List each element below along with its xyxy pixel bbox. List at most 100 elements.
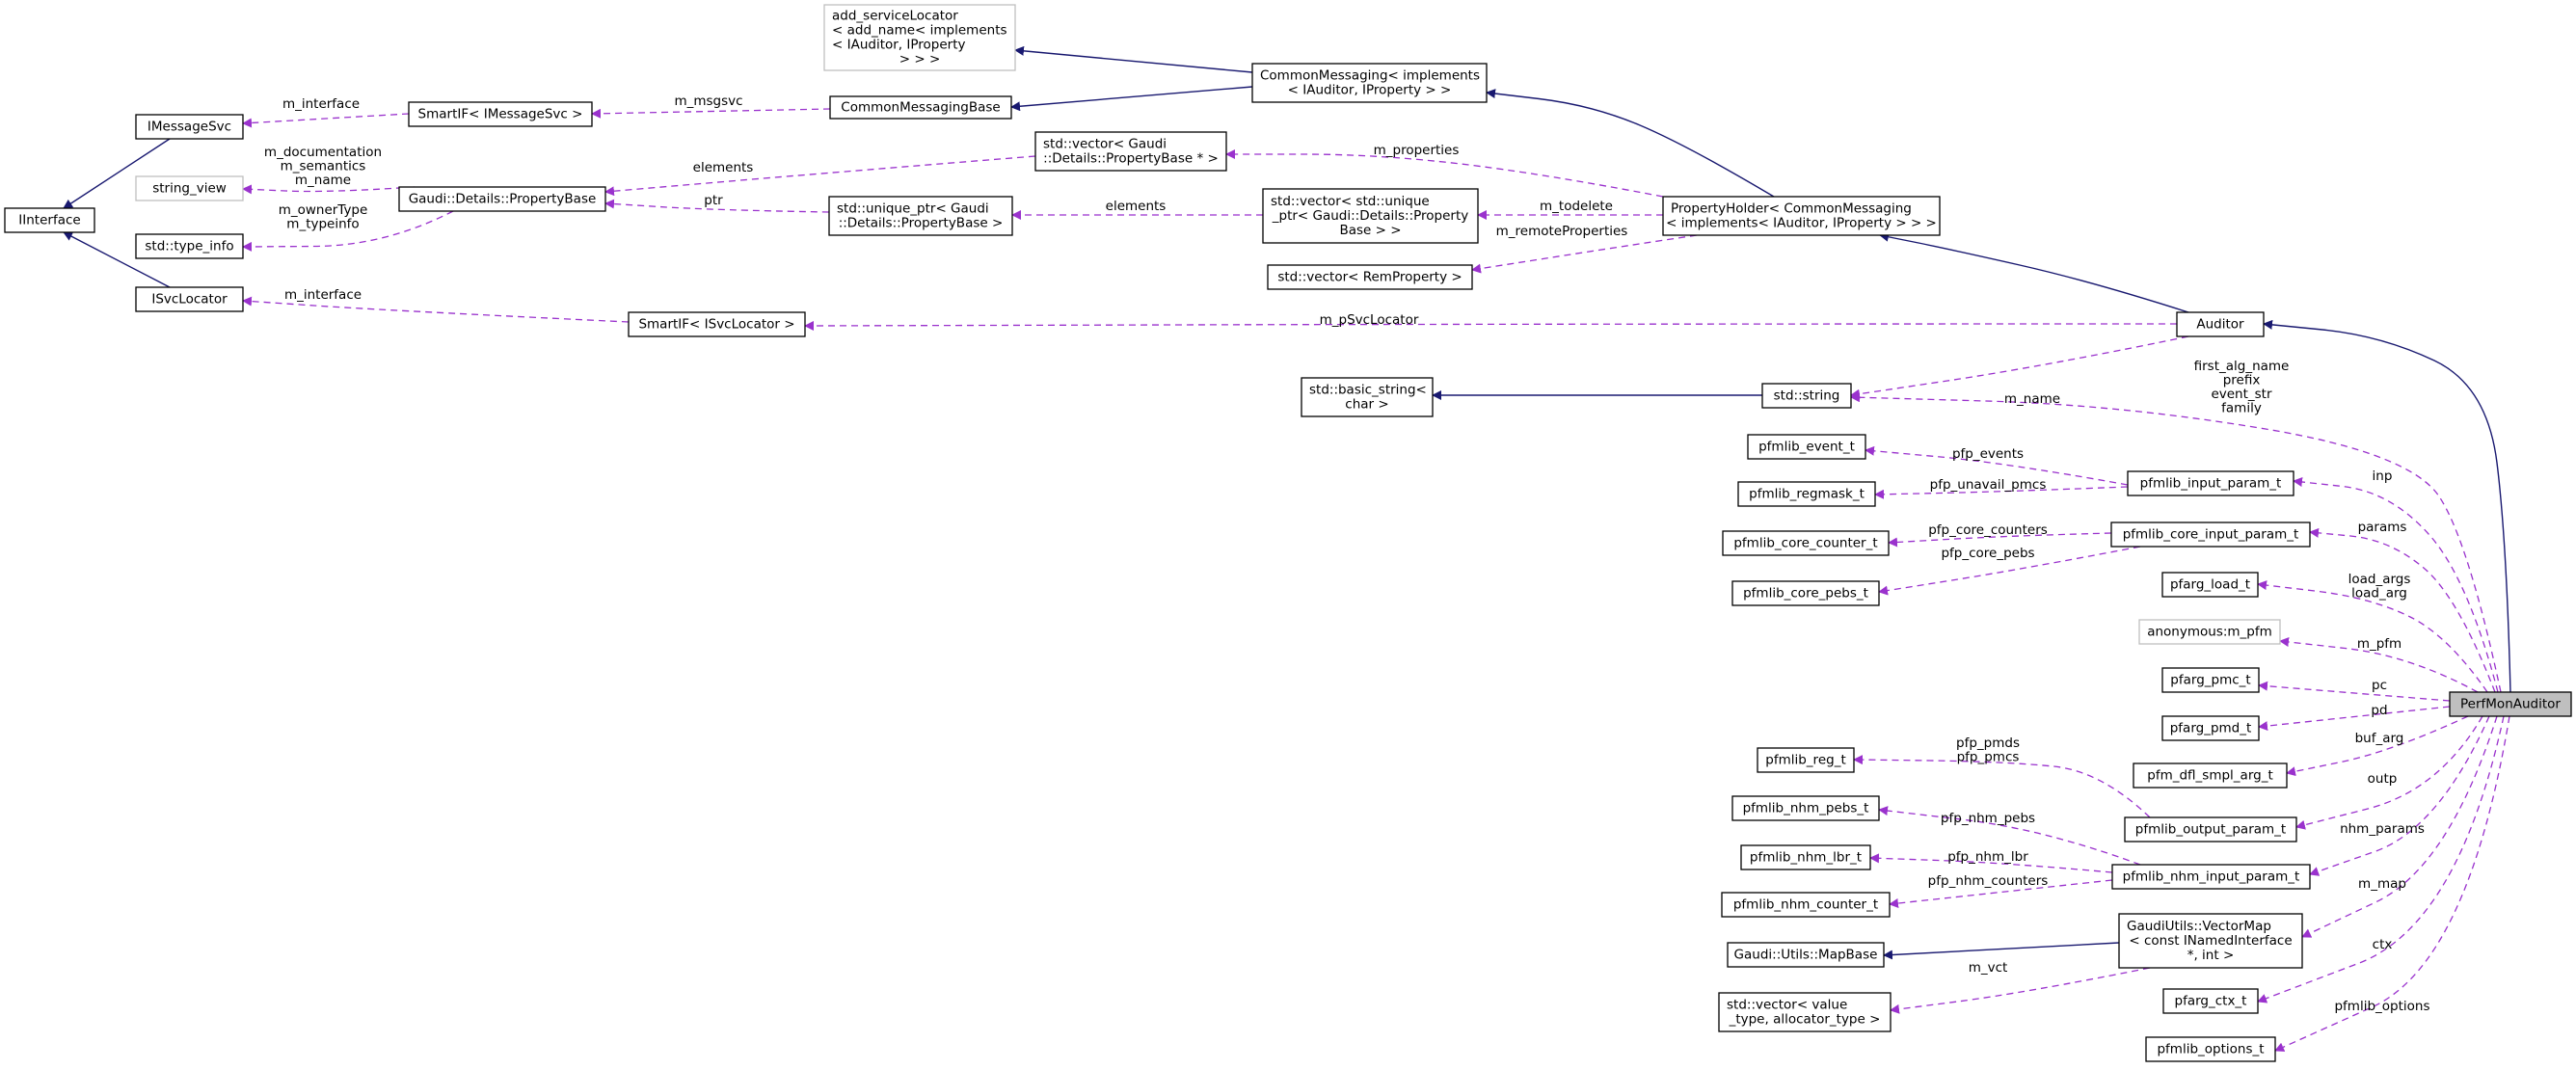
edge-label-line: m_properties	[1374, 143, 1460, 158]
class-node-pfmlib-nhm-input-param-t[interactable]: pfmlib_nhm_input_param_t	[2111, 864, 2311, 890]
usage-edge-pfmlib-nhm-input-param-t-to-pfmlib-nhm-pebs-t	[1878, 806, 2141, 866]
edge-label-line: event_str	[2211, 387, 2272, 402]
class-name-text: ::Details::PropertyBase >	[839, 216, 1004, 231]
class-node-pfmlib-core-counter-t[interactable]: pfmlib_core_counter_t	[1722, 530, 1890, 556]
class-node-pfmlib-nhm-pebs-t[interactable]: pfmlib_nhm_pebs_t	[1731, 795, 1880, 821]
class-name-text: pfmlib_input_param_t	[2140, 476, 2282, 492]
edge-label-line: m_remoteProperties	[1496, 224, 1628, 239]
class-name-text: Gaudi::Utils::MapBase	[1734, 948, 1878, 963]
class-node-pfmlib-regmask-t[interactable]: pfmlib_regmask_t	[1737, 481, 1876, 507]
edge-label-line: pfp_nhm_counters	[1928, 873, 2049, 889]
inheritance-edge-propertyholder-to-commonmessaging-impl	[1486, 89, 1775, 198]
class-node-pfarg-load-t[interactable]: pfarg_load_t	[2161, 572, 2259, 598]
class-node-pfarg-ctx-t[interactable]: pfarg_ctx_t	[2162, 988, 2259, 1014]
edge-label-line: prefix	[2223, 373, 2261, 388]
class-name-text: pfmlib_nhm_counter_t	[1733, 897, 1878, 913]
class-node-pfmlib-input-param-t[interactable]: pfmlib_input_param_t	[2127, 470, 2294, 496]
class-name-text: pfarg_pmd_t	[2170, 721, 2252, 736]
class-node-pfmlib-core-input-param-t[interactable]: pfmlib_core_input_param_t	[2110, 522, 2311, 548]
class-node-pfmlib-nhm-lbr-t[interactable]: pfmlib_nhm_lbr_t	[1740, 844, 1871, 870]
class-name-text: std::vector< Gaudi	[1043, 137, 1167, 152]
edge-label-pfp-unavail-pmcs: pfp_unavail_pmcs	[1930, 477, 2047, 493]
class-node-pfarg-pmc-t[interactable]: pfarg_pmc_t	[2161, 667, 2260, 693]
class-node-box	[1301, 377, 1434, 417]
class-name-text: pfmlib_reg_t	[1765, 753, 1845, 768]
edge-label-m-interface: m_interface	[284, 287, 362, 303]
class-node-pfarg-pmd-t[interactable]: pfarg_pmd_t	[2161, 715, 2260, 741]
inheritance-edge-isvclocator-to-iinterface	[63, 231, 171, 288]
edge-label-m-vct: m_vct	[1969, 960, 2008, 976]
edge-label-line: ptr	[704, 193, 723, 208]
class-node-propertybase[interactable]: Gaudi::Details::PropertyBase	[398, 186, 606, 212]
class-node-box	[2145, 1036, 2276, 1062]
class-node-vector-propertybase-ptr[interactable]: std::vector< Gaudi::Details::PropertyBas…	[1034, 131, 1227, 172]
class-name-text: ::Details::PropertyBase * >	[1043, 151, 1219, 167]
class-node-box	[2162, 988, 2259, 1014]
class-node-auditor[interactable]: Auditor	[2176, 311, 2265, 337]
class-name-text: PerfMonAuditor	[2460, 697, 2561, 712]
class-node-vector-remproperty[interactable]: std::vector< RemProperty >	[1267, 264, 1473, 290]
usage-edge-pfmlib-input-param-t-to-pfmlib-regmask-t	[1874, 486, 2129, 499]
class-node-basic-string[interactable]: std::basic_string<char >	[1301, 377, 1434, 417]
class-node-iinterface[interactable]: IInterface	[4, 207, 95, 233]
class-node-mapbase[interactable]: Gaudi::Utils::MapBase	[1727, 942, 1885, 968]
edge-label-line: m_ownerType	[279, 202, 368, 218]
class-node-box	[135, 286, 244, 312]
edge-label-line: family	[2221, 401, 2262, 416]
usage-edge-perfmonauditor-to-pfarg-ctx-t	[2257, 715, 2505, 1003]
class-node-vectormap[interactable]: GaudiUtils::VectorMap< const INamedInter…	[2118, 913, 2303, 969]
class-node-box	[2110, 522, 2311, 548]
edge-label-line: params	[2358, 520, 2407, 535]
usage-edge-pfmlib-nhm-input-param-t-to-pfmlib-nhm-lbr-t	[1869, 853, 2113, 873]
inheritance-edge-auditor-to-propertyholder	[1879, 231, 2189, 313]
usage-edge-auditor-to-smartif-isvclocator	[804, 320, 2178, 331]
class-name-text: _type, allocator_type >	[1729, 1012, 1881, 1028]
class-name-text: std::vector< value	[1727, 998, 1847, 1013]
class-node-pfmlib-reg-t[interactable]: pfmlib_reg_t	[1757, 747, 1855, 773]
edge-label-line: pfp_events	[1952, 446, 2024, 462]
class-node-pfm-dfl-smpl-arg-t[interactable]: pfm_dfl_smpl_arg_t	[2133, 762, 2288, 789]
class-name-text: *, int >	[2187, 948, 2235, 963]
class-node-propertyholder[interactable]: PropertyHolder< CommonMessaging< impleme…	[1662, 196, 1941, 236]
usage-edge-pfmlib-output-param-t-to-pfmlib-reg-t	[1853, 755, 2151, 818]
edge-label-line: nhm_params	[2340, 821, 2425, 837]
class-node-string-view[interactable]: string_view	[135, 175, 244, 201]
class-node-pfmlib-event-t[interactable]: pfmlib_event_t	[1747, 434, 1866, 460]
edge-label-ptr: ptr	[704, 193, 723, 208]
inheritance-edge-imessagesvc-to-iinterface	[63, 138, 171, 209]
class-node-add-servicelocator[interactable]: add_serviceLocator< add_name< implements…	[823, 4, 1016, 71]
class-node-vector-value-type[interactable]: std::vector< value_type, allocator_type …	[1718, 992, 1892, 1032]
usage-edge-pfmlib-core-input-param-t-to-pfmlib-core-counter-t	[1888, 532, 2112, 548]
class-node-pfmlib-output-param-t[interactable]: pfmlib_output_param_t	[2124, 816, 2297, 843]
class-name-text: pfmlib_nhm_lbr_t	[1750, 850, 1862, 866]
usage-edge-vectormap-to-vector-value-type	[1890, 967, 2151, 1014]
class-node-std-string[interactable]: std::string	[1761, 383, 1852, 409]
class-node-pfmlib-options-t[interactable]: pfmlib_options_t	[2145, 1036, 2276, 1062]
class-node-type-info[interactable]: std::type_info	[135, 233, 244, 259]
class-node-anonymous-m-pfm[interactable]: anonymous:m_pfm	[2138, 619, 2281, 645]
class-name-text: std::basic_string<	[1309, 383, 1427, 398]
edge-label-pfmlib-options: pfmlib_options	[2334, 999, 2429, 1014]
edge-label-m-psvclocator: m_pSvcLocator	[1320, 312, 1419, 328]
class-node-pfmlib-core-pebs-t[interactable]: pfmlib_core_pebs_t	[1731, 580, 1880, 606]
class-name-text: string_view	[152, 181, 227, 197]
class-node-smartif-imessagesvc[interactable]: SmartIF< IMessageSvc >	[408, 101, 593, 127]
class-node-pfmlib-nhm-counter-t[interactable]: pfmlib_nhm_counter_t	[1721, 892, 1891, 918]
class-node-isvclocator[interactable]: ISvcLocator	[135, 286, 244, 312]
edge-label-line: pfp_pmds	[1956, 736, 2020, 751]
edge-label-line: pfmlib_options	[2334, 999, 2429, 1014]
class-node-box	[1761, 383, 1852, 409]
class-node-box	[1251, 63, 1488, 103]
class-node-smartif-isvclocator[interactable]: SmartIF< ISvcLocator >	[628, 311, 806, 337]
class-node-perfmonauditor[interactable]: PerfMonAuditor	[2449, 691, 2572, 717]
class-node-vector-unique-ptr[interactable]: std::vector< std::unique_ptr< Gaudi::Det…	[1262, 188, 1479, 244]
class-node-commonmessaging-impl[interactable]: CommonMessaging< implements< IAuditor, I…	[1251, 63, 1488, 103]
class-node-box	[1740, 844, 1871, 870]
class-node-unique-ptr-propertybase[interactable]: std::unique_ptr< Gaudi::Details::Propert…	[828, 196, 1013, 236]
class-node-commonmessagingbase[interactable]: CommonMessagingBase	[829, 95, 1012, 120]
class-node-imessagesvc[interactable]: IMessageSvc	[135, 114, 244, 140]
